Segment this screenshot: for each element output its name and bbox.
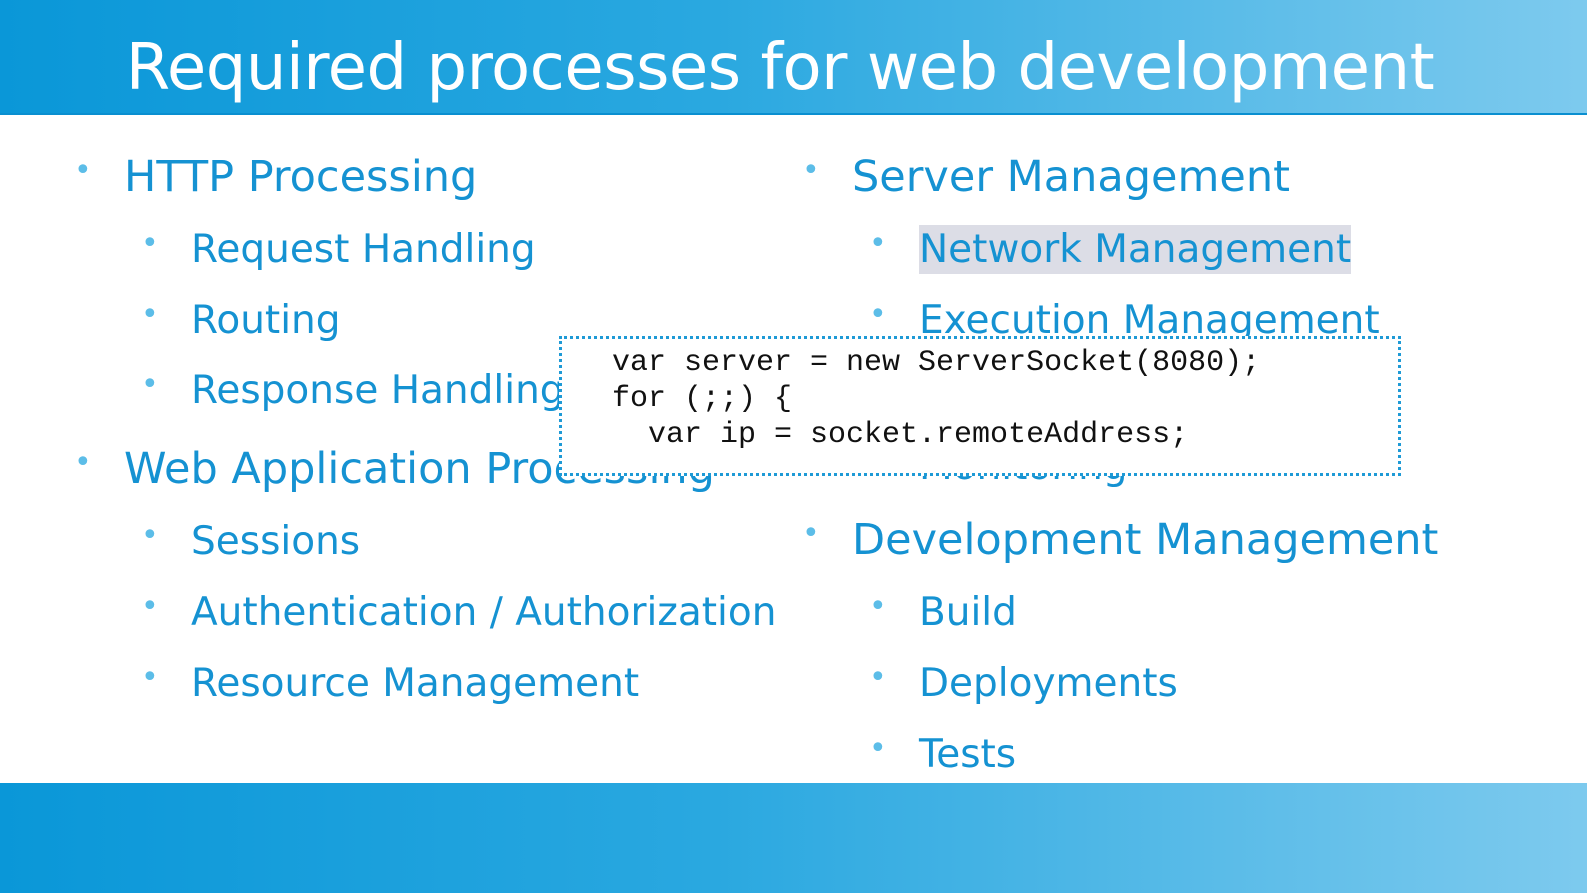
list-subitem-label: Response Handling [191, 368, 565, 413]
bullet-dot-icon: • [869, 589, 887, 624]
list-subitem-label: Authentication / Authorization [191, 590, 777, 635]
list-item-label: Server Management [852, 152, 1290, 202]
code-snippet-textbox[interactable]: var server = new ServerSocket(8080);for … [559, 336, 1401, 476]
code-line: for (;;) { [612, 382, 793, 416]
bullet-dot-icon: • [141, 297, 159, 332]
bullet-dot-icon: • [802, 153, 820, 188]
list-subitem-network-management: • Network Management [869, 225, 1352, 274]
code-line: var server = new ServerSocket(8080); [612, 346, 1261, 380]
list-subitem-label: Execution Management [919, 298, 1380, 343]
list-subitem-execution-management: • Execution Management [869, 297, 1380, 345]
list-subitem-label: Tests [919, 732, 1017, 777]
list-item-development-management: • Development Management [802, 514, 1439, 566]
slide-footer [0, 783, 1587, 893]
list-subitem-label: Request Handling [191, 227, 536, 272]
list-item-label: HTTP Processing [124, 152, 478, 202]
list-subitem-label: Build [919, 590, 1017, 635]
bullet-dot-icon: • [869, 226, 887, 261]
list-subitem-routing: • Routing [141, 297, 341, 345]
list-subitem-request-handling: • Request Handling [141, 226, 536, 274]
bullet-dot-icon: • [141, 518, 159, 553]
list-subitem-tests: • Tests [869, 731, 1017, 779]
code-line: var ip = socket.remoteAddress; [612, 418, 1189, 452]
list-subitem-resource-management: • Resource Management [141, 660, 640, 708]
list-subitem-label: Sessions [191, 519, 361, 564]
list-subitem-sessions: • Sessions [141, 518, 361, 566]
list-subitem-label: Deployments [919, 661, 1178, 706]
list-subitem-label: Resource Management [191, 661, 640, 706]
bullet-dot-icon: • [869, 660, 887, 695]
list-subitem-label-highlighted: Network Management [919, 225, 1352, 274]
list-item-label: Development Management [852, 515, 1439, 565]
bullet-dot-icon: • [141, 226, 159, 261]
bullet-dot-icon: • [869, 297, 887, 332]
list-subitem-response-handling: • Response Handling [141, 367, 565, 415]
list-item-http-processing: • HTTP Processing [74, 151, 478, 203]
list-item-server-management: • Server Management [802, 151, 1290, 203]
slide-header: Required processes for web development [0, 0, 1587, 115]
bullet-dot-icon: • [869, 731, 887, 766]
bullet-dot-icon: • [141, 367, 159, 402]
list-subitem-deployments: • Deployments [869, 660, 1178, 708]
bullet-dot-icon: • [74, 445, 92, 480]
list-subitem-build: • Build [869, 589, 1017, 637]
list-subitem-label: Routing [191, 298, 341, 343]
bullet-dot-icon: • [141, 660, 159, 695]
list-subitem-authentication: • Authentication / Authorization [141, 589, 777, 637]
bullet-dot-icon: • [74, 153, 92, 188]
bullet-dot-icon: • [141, 589, 159, 624]
bullet-dot-icon: • [802, 516, 820, 551]
slide-title: Required processes for web development [125, 31, 1435, 105]
